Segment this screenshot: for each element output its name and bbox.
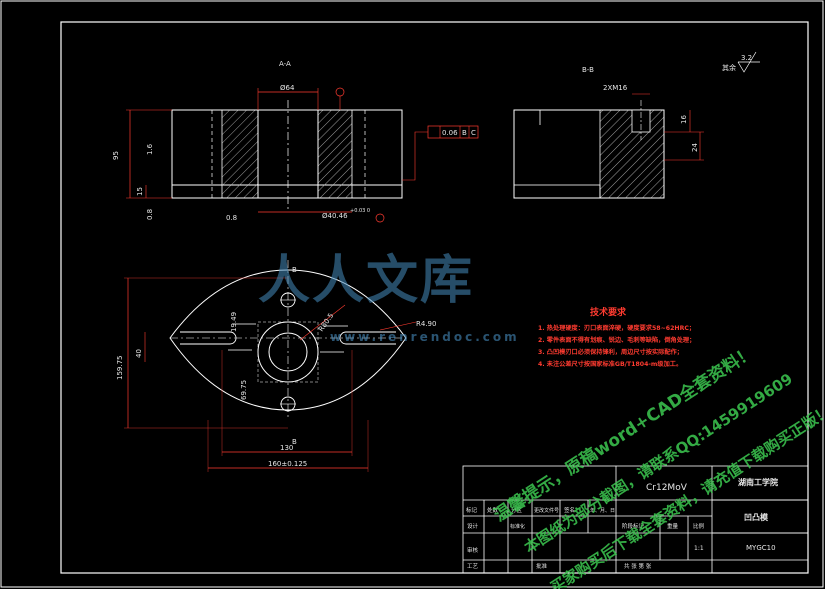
plan-view: B B 159.75 40 130 160±0.125 69.75 19.49 …: [116, 260, 436, 472]
tb-sheets: 共 张 第 张: [624, 562, 652, 570]
section-a-base: [171, 184, 403, 199]
dim-h24: 24: [691, 143, 699, 152]
inner-frame: [60, 21, 809, 574]
dim-159: 159.75: [116, 356, 124, 381]
tb-stage: 阶段标记: [622, 522, 645, 530]
hatch-right: [317, 109, 353, 199]
rough-mark-3: 0.8: [226, 214, 237, 222]
bore-inner: [268, 332, 308, 372]
gdt-datum-b: B: [462, 129, 467, 137]
datum-c-marker: [375, 213, 385, 223]
tb-check: 审核: [467, 546, 479, 554]
tech-requirements: 技术要求 1. 热处理硬度：刃口表面淬硬，硬度要求58~62HRC； 2. 零件…: [538, 306, 695, 368]
logo-watermark: 人人文库: [258, 251, 475, 311]
tb-row-l1: 处数: [487, 506, 499, 514]
dim-40: 40: [135, 349, 143, 358]
sec-mark-b-top: B: [292, 266, 297, 274]
logo-url: www.renrendoc.com: [330, 330, 520, 344]
tb-row-l5: 年、月、日: [590, 507, 615, 514]
tb-row-l0: 标记: [466, 506, 478, 514]
tb-approve: 批准: [536, 562, 548, 570]
tb-scale-label: 比例: [693, 522, 705, 530]
rough-mark-2: 0.8: [146, 209, 154, 220]
tb-part-name: 凹凸模: [744, 512, 769, 522]
slot-right: [339, 331, 396, 345]
dim-19: 19.49: [230, 312, 238, 332]
dim-d40-tol: +0.03 0: [350, 208, 370, 214]
dim-69: 69.75: [240, 380, 248, 400]
tech-title: 技术要求: [590, 306, 627, 318]
dim-130: 130: [280, 444, 293, 452]
section-a-body: [171, 109, 403, 186]
rough-other: 其余: [722, 63, 736, 72]
dim-h15: 15: [136, 187, 144, 196]
section-b-label: B-B: [582, 66, 594, 74]
gdt-tol: 0.06: [442, 129, 458, 137]
dim-r490: R4.90: [416, 320, 436, 328]
rough-mark-1: 1.6: [146, 143, 154, 155]
tb-row-l3: 更改文件号: [534, 507, 559, 514]
section-a-label: A-A: [279, 60, 291, 68]
tb-material: Cr12MoV: [646, 483, 688, 493]
dim-h95: 95: [112, 151, 120, 160]
datum-d-marker: [335, 87, 345, 97]
surface-finish: 3.2: [741, 54, 752, 62]
hatch-left: [221, 109, 259, 199]
tb-school: 湖南工学院: [738, 477, 778, 487]
tb-scale: 1:1: [694, 545, 704, 552]
tech-item-2: 2. 零件表面不得有划痕、锐边、毛刺等缺陷，倒角处理；: [538, 336, 695, 344]
tb-code: MYGC10: [746, 544, 776, 552]
title-block: [462, 465, 809, 574]
tb-standard: 标准化: [510, 523, 525, 530]
tech-item-1: 1. 热处理硬度：刃口表面淬硬，硬度要求58~62HRC；: [538, 324, 695, 332]
tech-item-3: 3. 凸凹模刃口必须保持锋利，周边尺寸按实际配作；: [538, 348, 683, 356]
tb-row-l4: 签名: [564, 506, 575, 514]
gdt-datum-c: C: [471, 129, 476, 137]
section-b-view: B-B 2XM16 16 24 其余 3.2: [513, 51, 760, 199]
tb-weight: 重量: [667, 522, 679, 530]
tb-process: 工艺: [467, 563, 479, 570]
dim-160: 160±0.125: [268, 460, 307, 468]
slot-left: [180, 331, 237, 345]
section-a-view: A-A Ø64 95 15 Ø40.46 +0.03 0 0.06 B C: [112, 60, 479, 223]
dim-d64: Ø64: [280, 84, 295, 92]
dim-h16: 16: [680, 115, 688, 124]
sec-mark-b-bottom: B: [292, 438, 297, 446]
dim-d40: Ø40.46: [322, 212, 348, 220]
tb-design: 设计: [467, 522, 479, 530]
dim-thread: 2XM16: [603, 84, 628, 92]
tech-item-4: 4. 未注公差尺寸按国家标准GB/T1804-m级加工。: [538, 360, 682, 368]
tb-row-l2: 分区: [511, 506, 523, 514]
